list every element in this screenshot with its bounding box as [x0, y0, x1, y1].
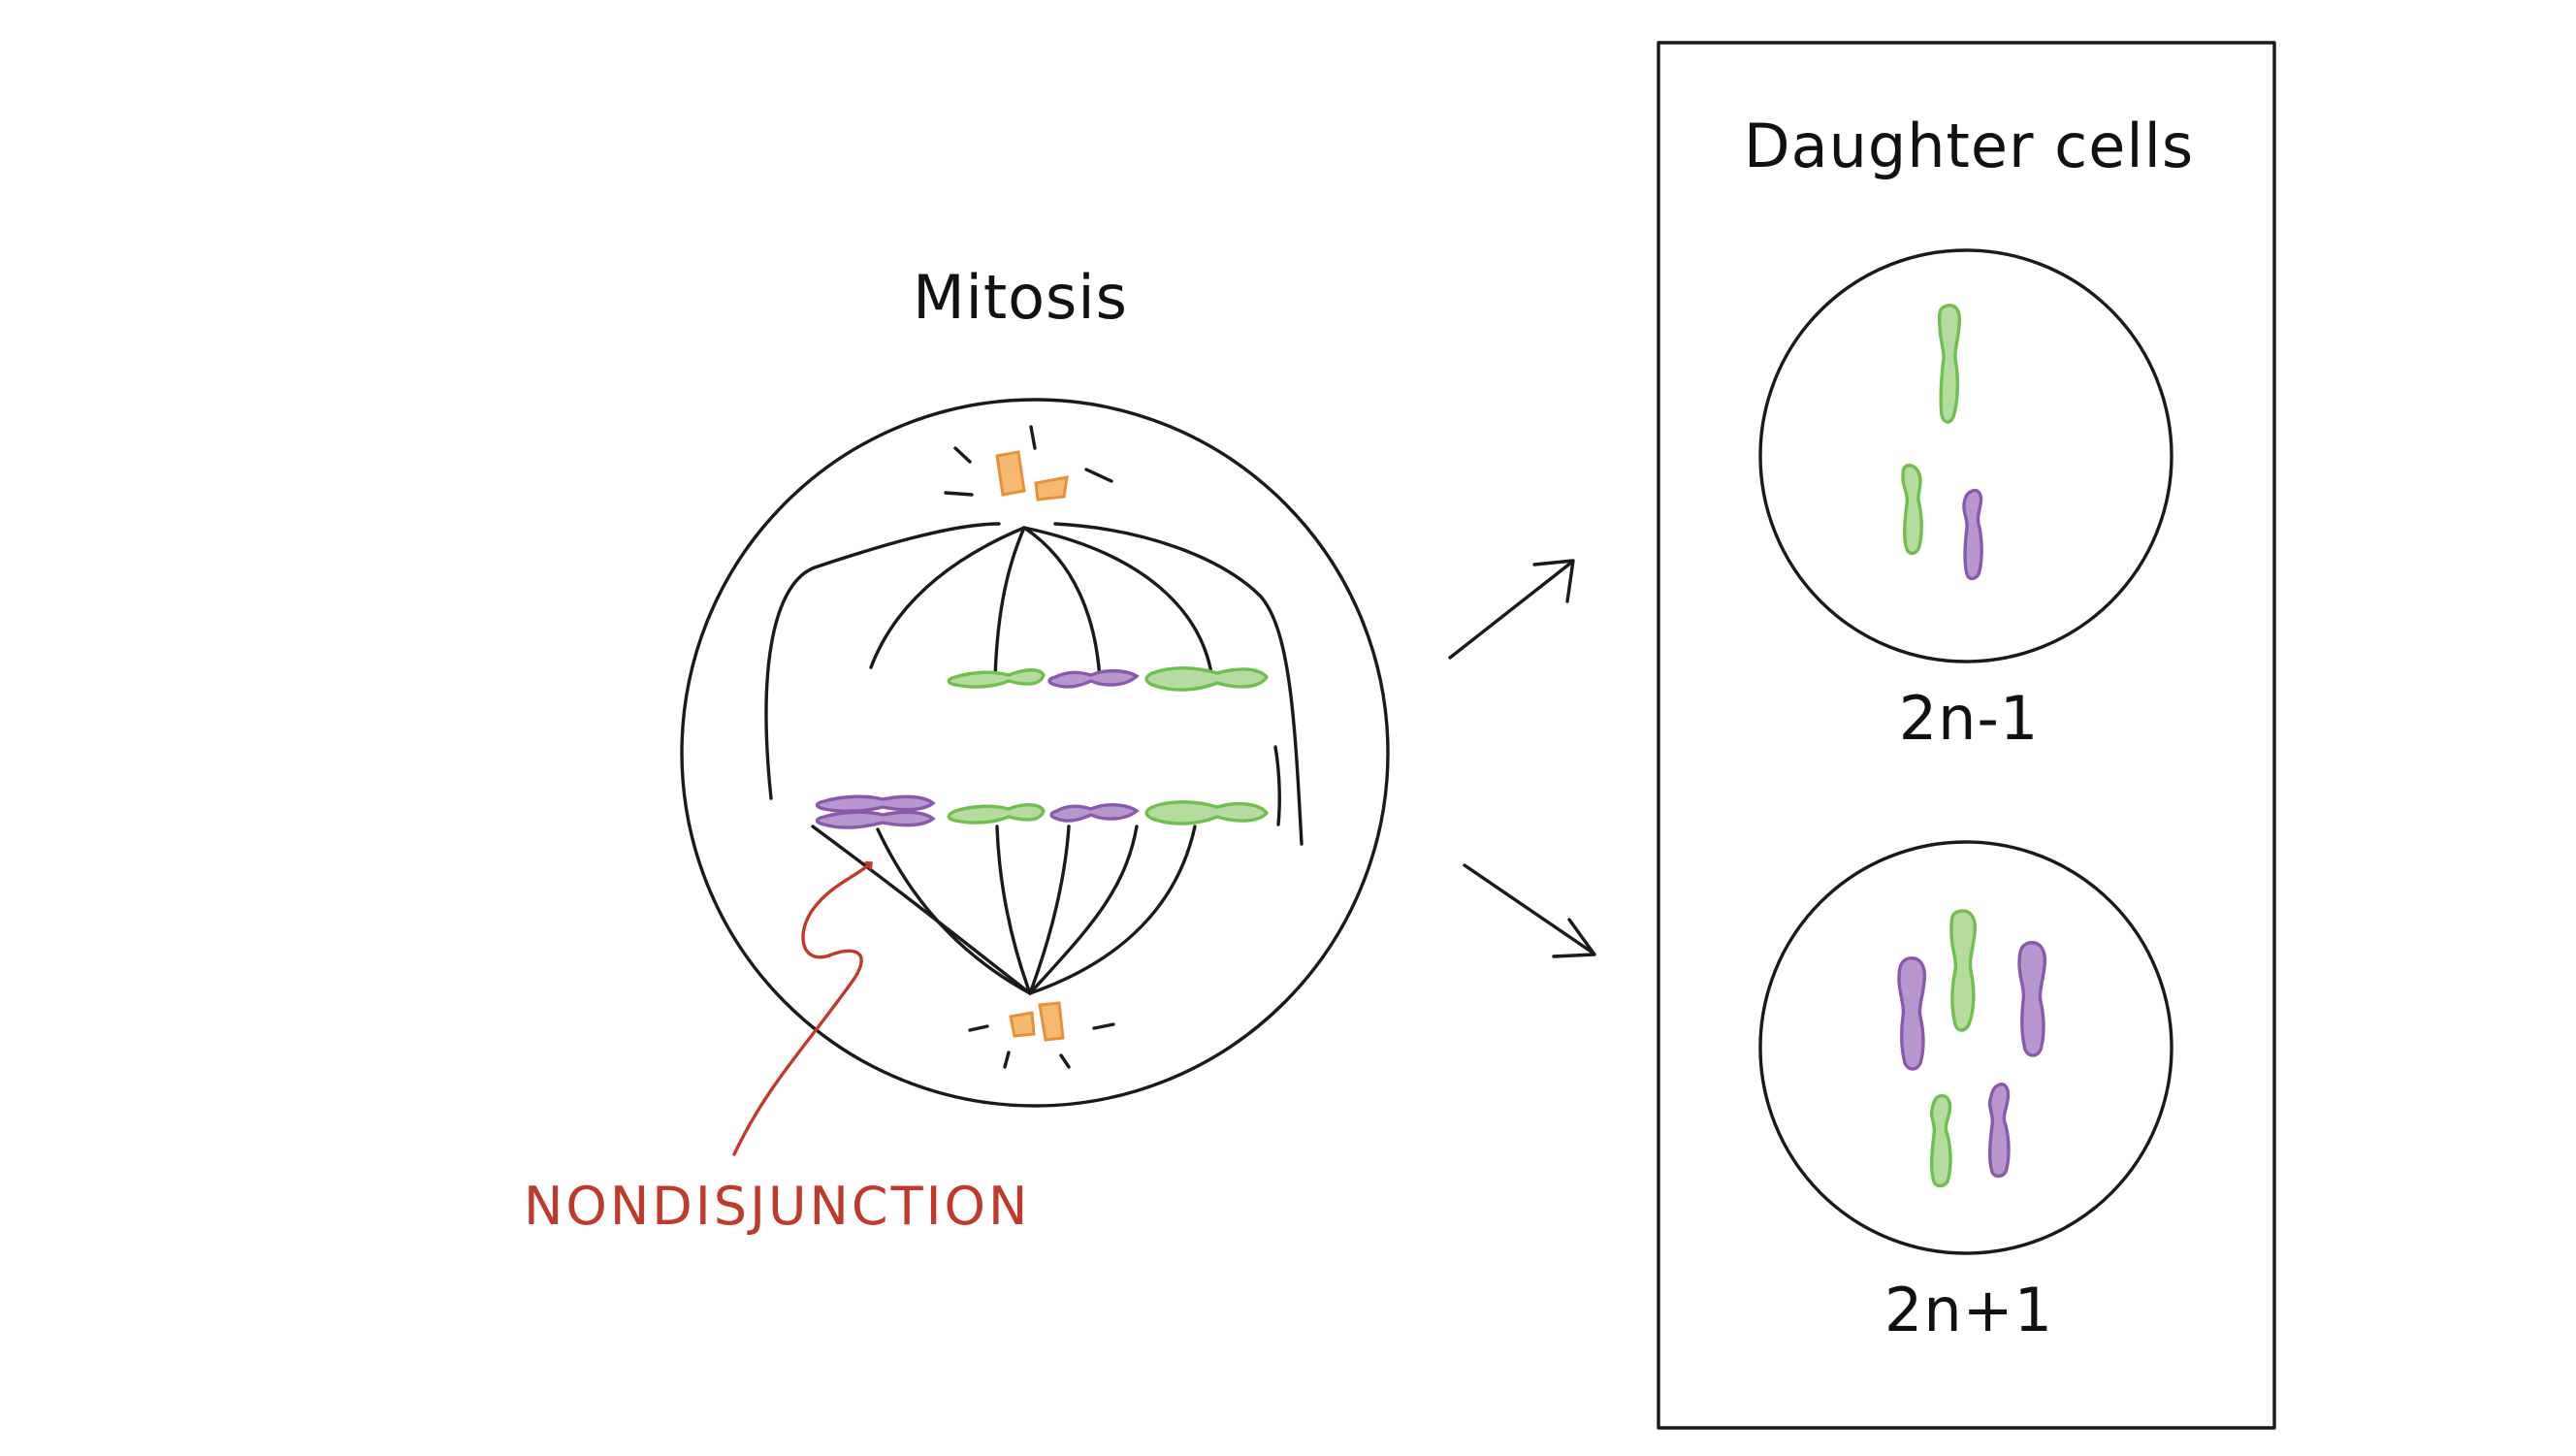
spindle-fiber [993, 526, 1026, 679]
aster-ray [1084, 468, 1113, 483]
aster-ray [953, 446, 972, 464]
arrow-shaft [1448, 561, 1573, 660]
arrow-head [1552, 918, 1596, 958]
green-chromatid [1144, 800, 1270, 825]
nuclear-envelope-left [764, 522, 1001, 800]
aster-ray [1092, 1022, 1115, 1030]
aster-ray [1059, 1053, 1071, 1069]
spindle-fiber [1022, 526, 1102, 681]
spindle-fiber [876, 827, 1032, 995]
purple-chromosome [1962, 488, 1983, 581]
arrow-head [1532, 559, 1575, 603]
aster-ray [1029, 425, 1037, 450]
purple-chromatid [1049, 803, 1140, 823]
chromatid-row-top [947, 666, 1270, 692]
centriole [1009, 1011, 1036, 1038]
daughter-cells-title: Daughter cells [1744, 111, 2194, 181]
nondisjunction-label: NONDISJUNCTION [524, 1176, 1030, 1237]
purple-chromosome [1987, 1083, 2011, 1179]
arrow-to-bottom-daughter [1463, 863, 1596, 958]
top-daughter-label: 2n-1 [1899, 683, 2040, 754]
daughter-cell-top [1758, 248, 2174, 663]
spindle-fiber [869, 526, 1026, 669]
spindle-fiber [1028, 825, 1139, 995]
bottom-daughter-label: 2n+1 [1884, 1275, 2053, 1345]
nuclear-envelope-right [1053, 522, 1304, 846]
nuclear-envelope-inner-right [1273, 745, 1281, 826]
green-chromatid [947, 803, 1046, 825]
daughter-cell-membrane [1758, 248, 2174, 663]
green-chromatid [947, 668, 1046, 689]
green-chromosome [1937, 304, 1962, 424]
aster-ray [1003, 1051, 1011, 1069]
green-chromosome [1929, 1094, 1952, 1188]
centrosome-bottom [968, 1001, 1115, 1069]
centrosome-top [944, 425, 1113, 502]
purple-chromatid-nondisjoined [815, 810, 936, 829]
spindle-bottom [811, 825, 1197, 995]
mother-cell-membrane [680, 398, 1390, 1108]
nondisjunction-arrow [732, 863, 871, 1156]
aster-ray [944, 491, 974, 497]
spindle-fiber [811, 825, 1032, 995]
mitosis-title: Mitosis [913, 262, 1128, 333]
centriole [995, 450, 1026, 497]
purple-chromatid [1047, 668, 1140, 689]
purple-chromatid-nondisjoined [815, 794, 936, 813]
purple-chromosome [1897, 956, 1927, 1071]
daughter-cell-bottom [1758, 840, 2174, 1255]
spindle-fiber [1022, 526, 1214, 681]
green-chromosome [1901, 464, 1923, 556]
arrow-shaft [1463, 863, 1594, 954]
arrow-to-top-daughter [1448, 559, 1575, 660]
green-chromosome [1949, 909, 1977, 1032]
daughter-cells-panel [1657, 41, 2276, 1430]
spindle-fiber [995, 825, 1032, 995]
centriole [1038, 1001, 1065, 1042]
aster-ray [968, 1024, 989, 1032]
daughter-cell-membrane [1758, 840, 2174, 1255]
spindle-top [869, 526, 1214, 681]
spindle-fiber [1028, 825, 1197, 995]
green-chromatid [1144, 666, 1270, 692]
spindle-fiber [1028, 825, 1071, 995]
purple-chromosome [2017, 941, 2047, 1057]
chromatid-row-bottom [815, 794, 1270, 829]
centriole [1034, 475, 1069, 502]
